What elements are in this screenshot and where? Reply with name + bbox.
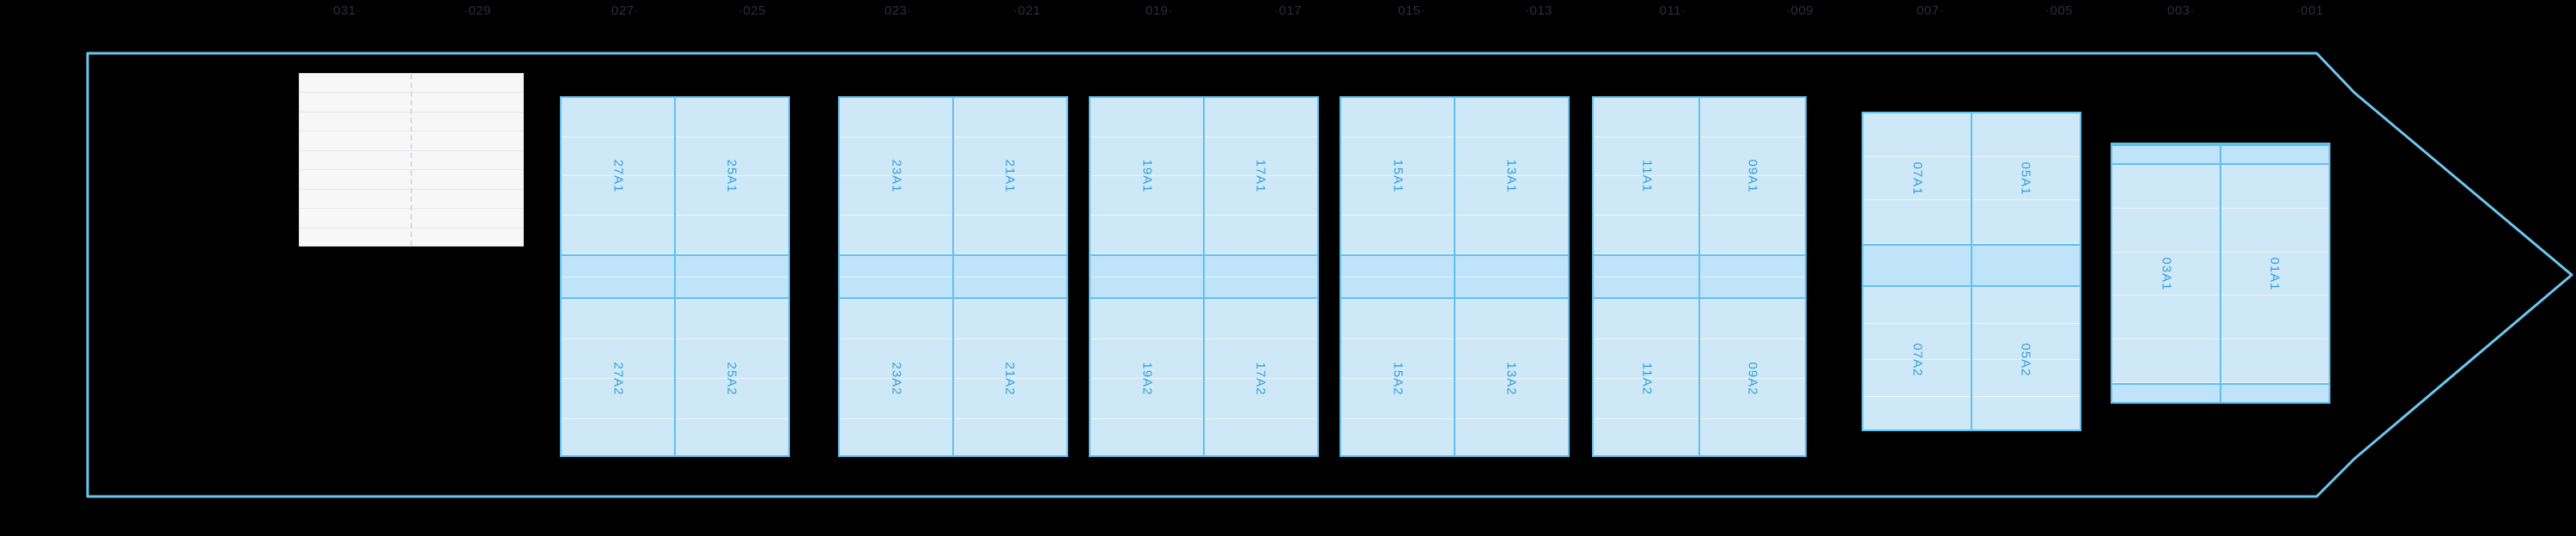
bay-column-divider xyxy=(1203,98,1205,455)
bay-column-divider xyxy=(1971,113,1972,429)
bay-column-divider xyxy=(410,74,412,246)
bay-tick-label: 027· xyxy=(611,3,640,18)
bay-tick-label: ·017 xyxy=(1273,3,1303,18)
bay-number-ruler: 031· ·029 027· ·025 023· ·021 019· ·017 015· ·013… xyxy=(0,0,2576,24)
bay-tick-label: ·029 xyxy=(463,3,492,18)
bay-column-divider xyxy=(2220,144,2221,402)
bay-tick-label: 011· xyxy=(1659,3,1686,18)
bay-column-divider xyxy=(1454,98,1455,455)
bay-tick-label: ·013 xyxy=(1524,3,1553,18)
bay-tick-label: 019· xyxy=(1145,3,1174,18)
bay-column-divider xyxy=(952,98,954,455)
bay-tick-label: ·001 xyxy=(2295,3,2324,18)
bay-tick-label: 007· xyxy=(1916,3,1945,18)
bay-tick-label: ·009 xyxy=(1785,3,1814,18)
bay-tick-label: ·021 xyxy=(1012,3,1042,18)
bay-tick-label: 023· xyxy=(884,3,913,18)
bay-tick-label: 015· xyxy=(1397,3,1426,18)
bay-tick-label: 003· xyxy=(2166,3,2196,18)
bay-tick-label: ·025 xyxy=(738,3,767,18)
deckhouse-block xyxy=(299,73,524,247)
bay-column-divider xyxy=(674,98,676,455)
bay-tick-label: ·005 xyxy=(2044,3,2074,18)
bay-tick-label: 031· xyxy=(332,3,361,18)
bay-column-divider xyxy=(1698,98,1700,455)
